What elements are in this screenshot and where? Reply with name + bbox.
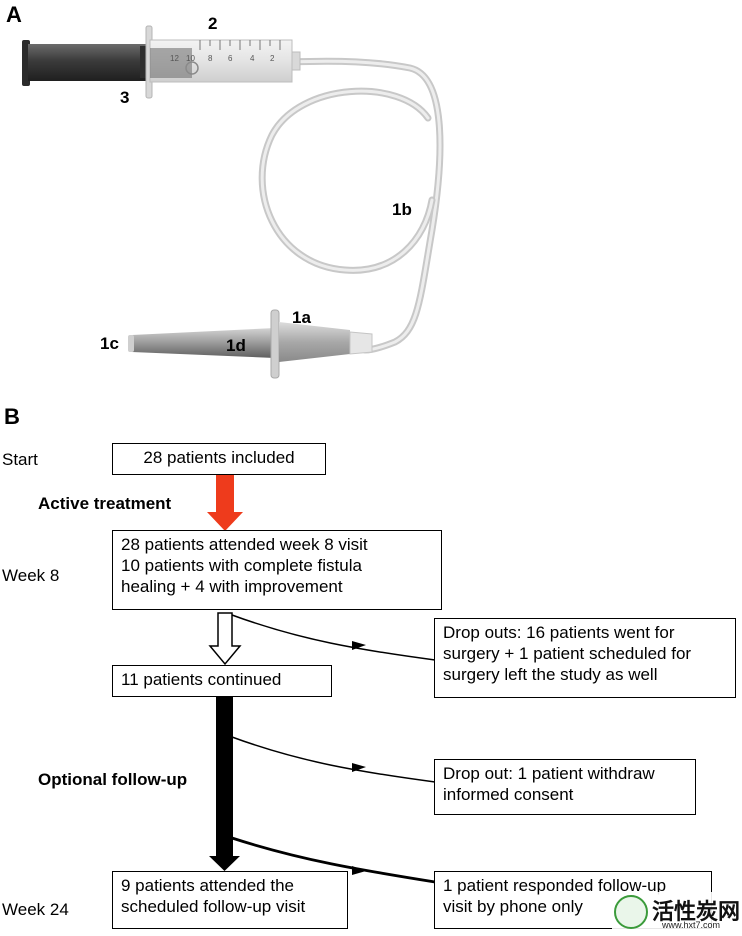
box-line: visit by phone only xyxy=(443,897,583,916)
dropout1-arrowhead xyxy=(352,641,366,650)
tubing xyxy=(258,57,444,354)
box-line: 10 patients with complete fistula xyxy=(121,556,362,575)
continue-hollow-arrow xyxy=(208,612,242,666)
box-line: Drop outs: 16 patients went for xyxy=(443,623,675,642)
watermark-logo-icon xyxy=(614,895,648,929)
box-dropout-consent: Drop out: 1 patient withdraw informed co… xyxy=(434,759,696,815)
dropout2-connector xyxy=(231,736,436,783)
phase-optional-followup: Optional follow-up xyxy=(38,770,188,789)
scale-mark: 2 xyxy=(270,54,275,63)
part-label-1c: 1c xyxy=(100,334,119,353)
part-label-1d: 1d xyxy=(226,336,246,355)
row-label-week8: Week 8 xyxy=(2,566,60,585)
phone-connector xyxy=(231,836,436,884)
dropout1-connector xyxy=(231,614,436,661)
followup-black-arrow xyxy=(209,693,240,871)
box-line: informed consent xyxy=(443,785,574,804)
scale-mark: 8 xyxy=(208,54,213,63)
box-line: 28 patients attended week 8 visit xyxy=(121,535,368,554)
part-label-1b: 1b xyxy=(392,200,412,219)
active-treatment-arrow xyxy=(207,474,243,531)
part-label-1a: 1a xyxy=(292,308,311,327)
dropout2-arrowhead xyxy=(352,763,366,772)
panel-a-label: A xyxy=(6,2,22,27)
watermark: 活性炭网 www.hxt7.com xyxy=(612,892,740,934)
row-label-start: Start xyxy=(2,450,38,469)
syringe-barrel xyxy=(145,25,301,99)
phone-arrowhead xyxy=(352,866,366,875)
scale-mark: 6 xyxy=(228,54,233,63)
box-line: Drop out: 1 patient withdraw xyxy=(443,764,655,783)
box-line: 9 patients attended the xyxy=(121,876,294,895)
box-line: 11 patients continued xyxy=(121,670,282,689)
watermark-url: www.hxt7.com xyxy=(662,920,721,930)
box-line: 1 patient responded follow-up xyxy=(443,876,667,895)
scale-mark: 4 xyxy=(250,54,255,63)
applicator xyxy=(128,309,373,379)
box-week24-visit: 9 patients attended the scheduled follow… xyxy=(112,871,348,929)
box-line: surgery left the study as well xyxy=(443,665,658,684)
box-week8-visit: 28 patients attended week 8 visit 10 pat… xyxy=(112,530,442,610)
box-line: 28 patients included xyxy=(143,448,295,467)
box-line: healing + 4 with improvement xyxy=(121,577,343,596)
box-line: scheduled follow-up visit xyxy=(121,897,306,916)
watermark-text: 活性炭网 xyxy=(652,900,741,925)
box-patients-continued: 11 patients continued xyxy=(112,665,332,697)
scale-mark: 12 xyxy=(170,54,179,63)
panel-b-label: B xyxy=(4,404,20,429)
phase-active-treatment: Active treatment xyxy=(38,494,172,513)
row-label-week24: Week 24 xyxy=(2,900,69,919)
box-dropouts-surgery: Drop outs: 16 patients went for surgery … xyxy=(434,618,736,698)
part-label-2: 2 xyxy=(208,14,218,33)
box-patients-included: 28 patients included xyxy=(112,443,326,475)
part-label-3: 3 xyxy=(120,88,130,107)
box-line: surgery + 1 patient scheduled for xyxy=(443,644,692,663)
scale-mark: 10 xyxy=(186,54,195,63)
